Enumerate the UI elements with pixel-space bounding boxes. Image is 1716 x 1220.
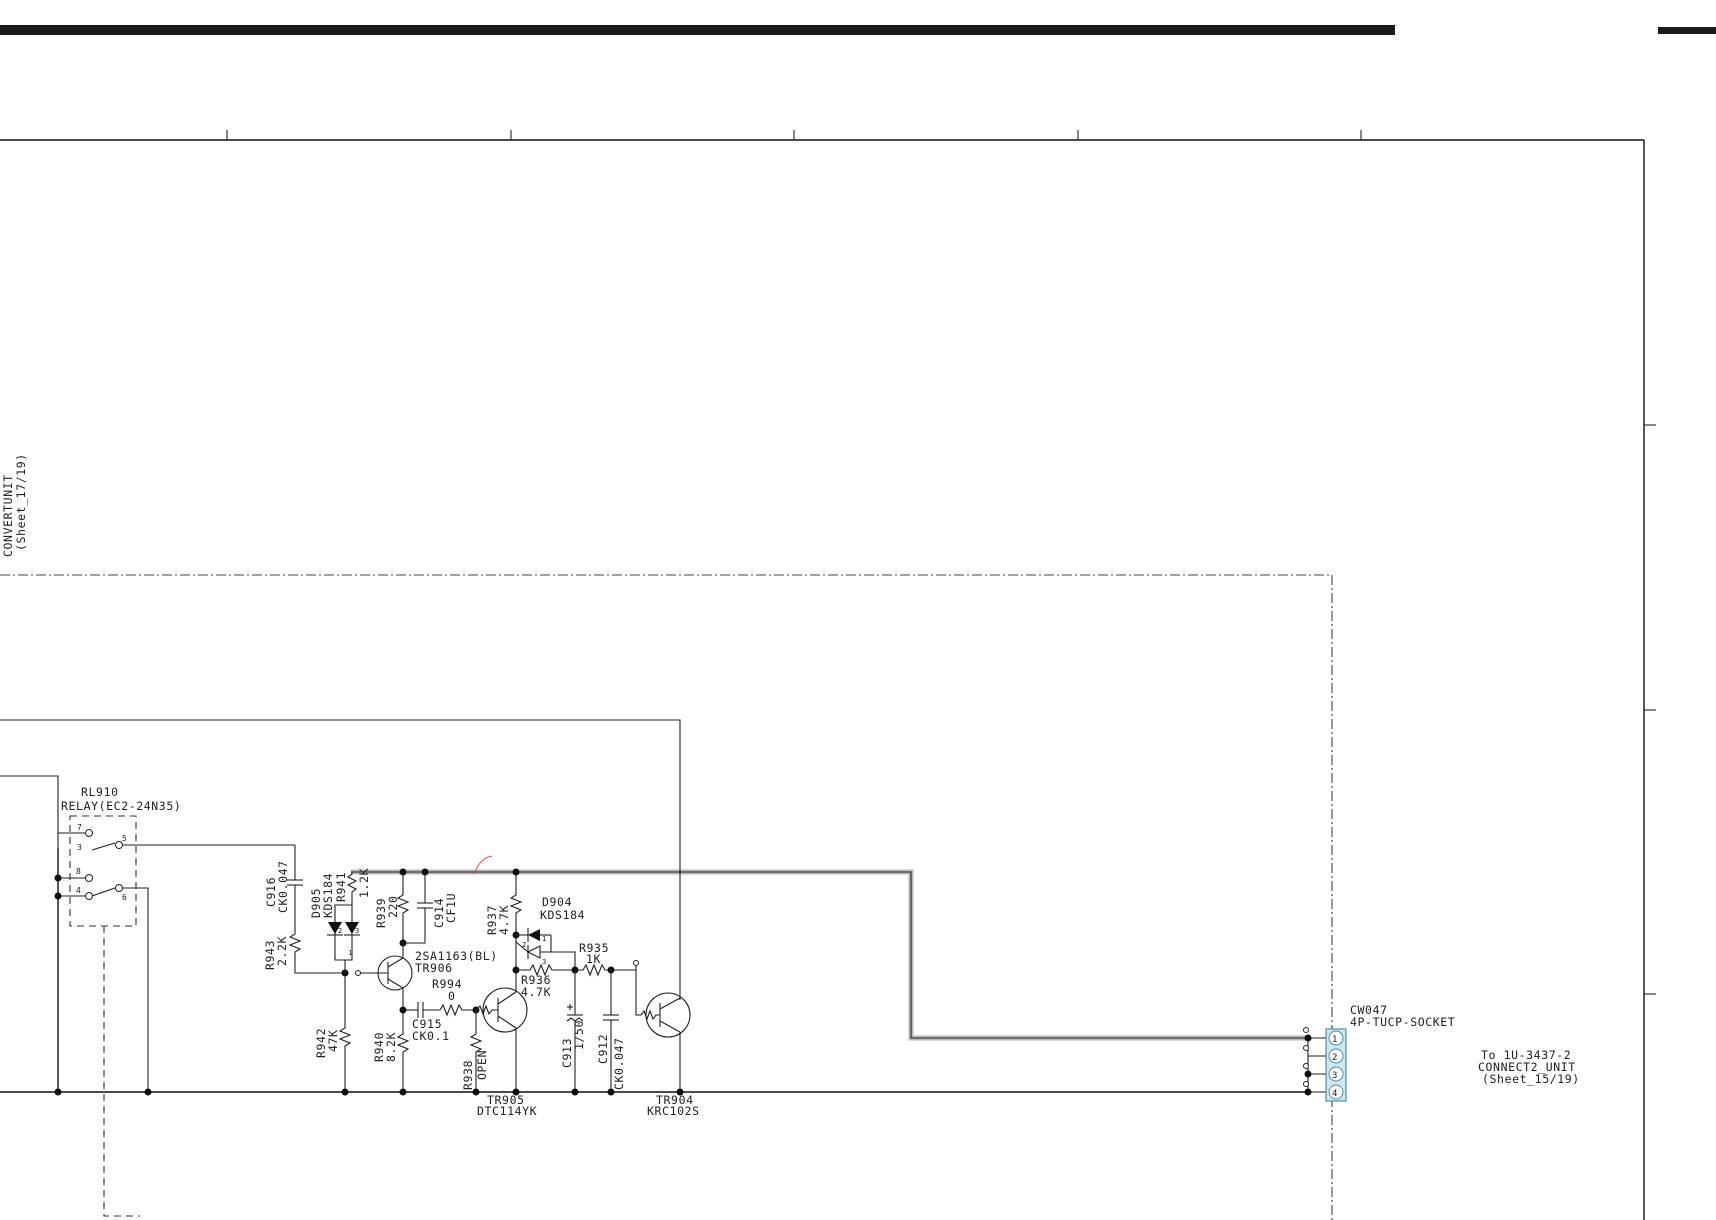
cw047-type: 4P-TUCP-SOCKET [1350, 1015, 1455, 1029]
destination-line-3: (Sheet_15/19) [1482, 1072, 1580, 1086]
relay-pin-7: 7 [77, 823, 82, 832]
r943-value: 2.2K [275, 936, 289, 966]
c912-label: C912 [596, 1034, 610, 1064]
c915-label: C915 [412, 1017, 442, 1031]
r938-label: R938 [461, 1060, 475, 1090]
d905-pin-2: 2 [338, 927, 343, 935]
relay-pin-8: 8 [76, 867, 81, 876]
tr904-type: KRC102S [647, 1104, 700, 1118]
r940-value: 8.2K [384, 1032, 398, 1062]
tr906-type: 2SA1163(BL) [415, 949, 498, 963]
d904-pin-2: 2 [522, 941, 527, 949]
r937-label: R937 [485, 905, 499, 935]
resistor-r938: R938 OPEN [461, 1010, 489, 1096]
d905-pin-1: 1 [348, 949, 353, 957]
d904-value: KDS184 [540, 908, 585, 922]
d905-value: KDS184 [321, 873, 335, 918]
r935-label: R935 [579, 941, 609, 955]
r942-value: 47K [326, 1029, 340, 1052]
highlighted-net [351, 869, 1308, 1041]
c914-label: C914 [432, 898, 446, 928]
r939-value: 220 [386, 895, 400, 918]
relay-pin-3: 3 [77, 843, 82, 852]
convert-unit-sheet: (Sheet_17/19) [14, 453, 28, 551]
r937-value: 4.7K [497, 905, 511, 935]
cw047-label: CW047 [1350, 1003, 1388, 1017]
c916-label: C916 [264, 877, 278, 907]
r939-label: R939 [374, 898, 388, 928]
tr905-label: TR905 [487, 1093, 525, 1107]
capacitor-c916: C916 CK0.047 [264, 860, 303, 930]
pin-2: 2 [1332, 1053, 1338, 1063]
capacitor-c915: C915 CK0.1 [403, 1002, 450, 1043]
resistor-r940: R940 8.2K [372, 1006, 410, 1096]
resistor-r941: R941 1.2K [334, 868, 371, 905]
tr905-type: DTC114YK [477, 1104, 537, 1118]
resistor-r935: R935 1K [551, 941, 639, 977]
r942-label: R942 [314, 1028, 328, 1058]
destination-note: To 1U-3437-2 CONNECT2_UNIT (Sheet_15/19) [1478, 1048, 1580, 1086]
tr906-label: TR906 [415, 961, 453, 975]
capacitor-c912: C912 CK0.047 [596, 970, 626, 1096]
c916-value: CK0.047 [276, 860, 290, 913]
r936-label: R936 [521, 973, 551, 987]
convert-unit-label: CONVERTUNIT (Sheet_17/19) [1, 453, 28, 557]
resistor-r936: R936 4.7K [516, 963, 575, 999]
header-bar [0, 25, 1395, 35]
c915-value: CK0.1 [412, 1029, 450, 1043]
red-annotation-mark [473, 855, 493, 875]
r938-value: OPEN [475, 1050, 489, 1080]
transistor-tr905: TR905 DTC114YK [475, 970, 537, 1118]
r940-label: R940 [372, 1032, 386, 1062]
r943-label: R943 [263, 940, 277, 970]
d904-pin-1: 1 [542, 935, 547, 943]
pin-3: 3 [1332, 1071, 1338, 1081]
capacitor-c913: C913 1/50 [560, 970, 586, 1096]
c913-value: 1/50 [572, 1020, 586, 1050]
r941-label: R941 [334, 872, 348, 902]
convert-unit-name: CONVERTUNIT [1, 474, 15, 557]
d904-pin-3: 3 [542, 958, 547, 966]
c913-label: C913 [560, 1038, 574, 1068]
diode-d904: D904 KDS184 1 2 3 [515, 895, 585, 966]
destination-line-2: CONNECT2_UNIT [1478, 1060, 1576, 1074]
relay-pin-4: 4 [76, 886, 81, 895]
r935-value: 1K [586, 952, 601, 966]
resistor-r942: R942 47K [314, 969, 352, 1096]
header-bar-right [1658, 27, 1716, 34]
d905-pin-3: 3 [355, 927, 360, 935]
relay-type-label: RELAY(EC2-24N35) [61, 799, 181, 813]
connector-cw047: 1 2 3 4 CW047 4P-TUCP-SOCKET [1303, 1003, 1455, 1102]
resistor-r937: R937 4.7K [485, 868, 523, 974]
relay-rl910: RL910 RELAY(EC2-24N35) 7 5 3 8 4 6 [54, 785, 296, 1217]
c914-value: CF1U [444, 893, 458, 923]
d904-label: D904 [542, 895, 572, 909]
tr904-label: TR904 [656, 1093, 694, 1107]
frame-border [0, 130, 1656, 1220]
unit-boundary [0, 574, 1333, 1220]
resistor-r943: R943 2.2K [263, 930, 345, 974]
transistor-tr906: 2SA1163(BL) TR906 [355, 943, 498, 1010]
pin-4: 4 [1332, 1089, 1338, 1099]
resistor-r994: R994 0 [432, 977, 480, 1017]
r994-label: R994 [432, 977, 462, 991]
relay-pin-6: 6 [122, 893, 127, 902]
pin-1: 1 [1332, 1035, 1338, 1045]
resistor-r939: R939 220 [374, 868, 410, 943]
d905-label: D905 [309, 888, 323, 918]
rl910-label: RL910 [81, 785, 119, 799]
upper-wires [0, 719, 681, 1000]
capacitor-c914: C914 CF1U [399, 868, 458, 947]
diode-d905: D905 KDS184 1 2 3 [309, 873, 360, 973]
r994-value: 0 [448, 989, 456, 1003]
relay-pin-5: 5 [122, 834, 127, 843]
r941-value: 1.2K [357, 868, 371, 898]
c912-value: CK0.047 [612, 1037, 626, 1090]
transistor-tr904: TR904 KRC102S [635, 970, 700, 1118]
destination-line-1: To 1U-3437-2 [1481, 1048, 1571, 1062]
r936-value: 4.7K [521, 985, 551, 999]
